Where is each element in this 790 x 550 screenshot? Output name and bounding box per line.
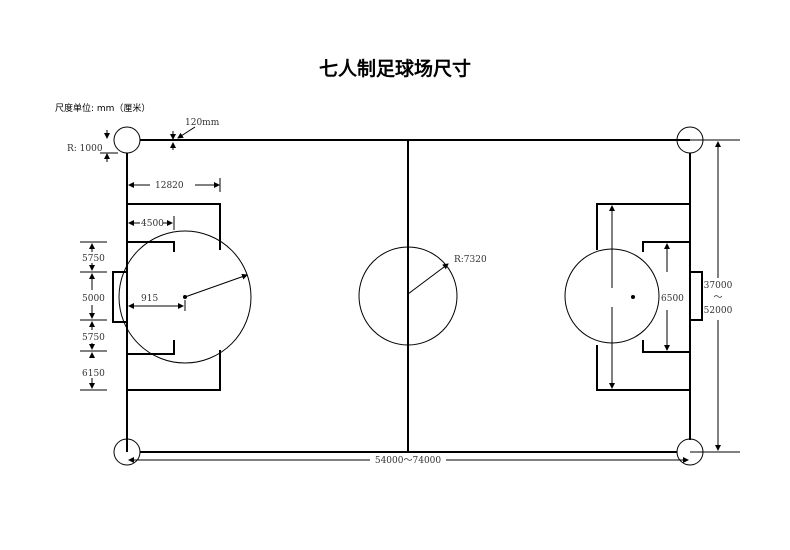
center-circle — [358, 246, 458, 346]
goal-area-side-label-2: 5750 — [82, 333, 105, 343]
page-title: 七人制足球场尺寸 — [319, 57, 471, 80]
dimension-labels: 120mm R: 1000 12820 4500 5750 5000 5750 … — [67, 118, 733, 466]
left-penalty-area — [112, 203, 252, 391]
length-label: 54000～74000 — [375, 456, 442, 466]
penalty-spot-label: 915 — [141, 294, 158, 304]
width-max-label: 52000 — [704, 306, 733, 316]
goal-area-depth-label: 4500 — [141, 219, 164, 229]
dimension-lines — [80, 126, 721, 463]
corner-radius-label: R: 1000 — [67, 144, 103, 154]
goal-area-side-label: 5750 — [82, 254, 105, 264]
width-min-label: 37000 — [704, 281, 733, 291]
right-box-label: 6500 — [661, 294, 684, 304]
goal-width-label: 5000 — [82, 294, 105, 304]
line-width-label: 120mm — [185, 118, 220, 128]
unit-label: 尺度单位: mm（厘米） — [55, 102, 150, 114]
center-radius-label: R:7320 — [454, 255, 487, 265]
penalty-side-label: 6150 — [82, 369, 105, 379]
right-penalty-area — [564, 203, 703, 391]
penalty-depth-label: 12820 — [155, 181, 184, 191]
width-sep-label: ～ — [713, 293, 722, 303]
corner-arcs — [113, 126, 704, 466]
pitch-outline — [126, 139, 740, 453]
